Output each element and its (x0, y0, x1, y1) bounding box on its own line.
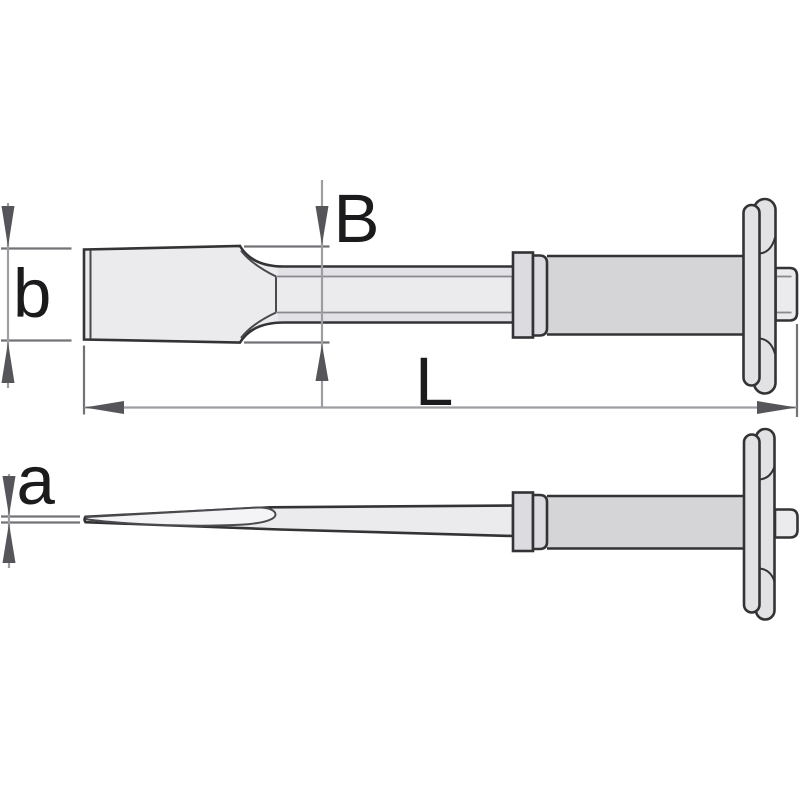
dimension-L: L (82, 324, 799, 420)
side-view (83, 427, 799, 621)
side-guard-front-lobe (742, 433, 761, 614)
side-guard-scallop-lower (759, 567, 776, 582)
dim-L-label: L (415, 343, 453, 420)
dim-B-arrow-up (315, 344, 329, 381)
top-grip-collar (511, 251, 535, 339)
dim-a-arrow-up (2, 523, 16, 563)
top-grip-washer (531, 254, 549, 337)
top-blade-shank-body (82, 244, 515, 344)
top-flare-inner-line-lower (240, 311, 277, 339)
dim-b-label: b (13, 255, 51, 332)
top-flare-inner-line-upper (240, 249, 277, 278)
top-handle-barrel (547, 254, 746, 336)
top-shank-shade-upper (278, 268, 513, 277)
dim-a-label: a (17, 442, 56, 519)
side-grip-washer (531, 493, 549, 551)
dim-a-arrow-down (2, 476, 16, 516)
dimension-b: b (1, 203, 72, 388)
side-guard-scallop-upper (759, 466, 776, 481)
top-guard-scallop-upper (759, 237, 776, 255)
side-grip-collar (511, 491, 535, 553)
side-blade-facet (85, 506, 277, 527)
dim-B-label: B (334, 180, 380, 257)
dim-b-arrow-down (1, 206, 15, 247)
top-guard-scallop-lower (759, 337, 776, 355)
dim-B-arrow-down (315, 206, 329, 245)
side-handle-barrel (547, 494, 746, 550)
side-striking-head (773, 508, 799, 539)
dim-L-arrow-right (757, 401, 797, 414)
dimension-a: a (1, 442, 80, 568)
top-guard-front-lobe (742, 203, 761, 387)
dimension-B: B (244, 180, 380, 407)
top-view (82, 197, 799, 395)
top-striking-head (774, 266, 799, 322)
top-shank-shade-lower (278, 312, 513, 321)
dim-L-arrow-left (84, 401, 124, 414)
dim-b-arrow-up (1, 342, 15, 383)
